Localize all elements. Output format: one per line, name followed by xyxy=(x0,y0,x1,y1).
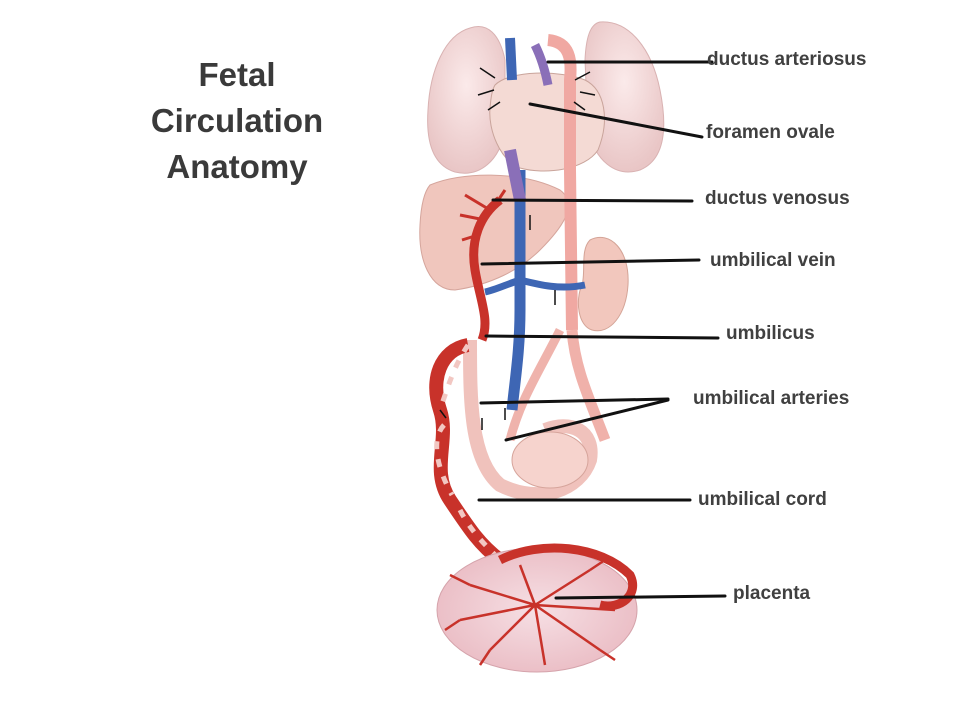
leader-umbilical-arteries-2 xyxy=(504,398,670,442)
leader-lines xyxy=(477,60,727,600)
label-umbilical-arteries: umbilical arteries xyxy=(693,388,850,409)
hepatic-branches xyxy=(459,189,507,242)
kidney xyxy=(577,236,629,332)
label-umbilicus: umbilicus xyxy=(726,323,815,344)
leader-umbilical-vein xyxy=(480,258,701,266)
title-line-3: Anatomy xyxy=(166,148,308,185)
leader-umbilical-arteries-1 xyxy=(479,397,670,405)
mixed-vessel xyxy=(504,148,526,202)
leader-foramen-ovale xyxy=(528,102,704,139)
inferior-vena-cava xyxy=(506,170,526,411)
placenta-vessels xyxy=(444,558,616,666)
umbilical-artery-left xyxy=(505,327,565,442)
label-ductus-arteriosus: ductus arteriosus xyxy=(707,49,867,70)
superior-vena-cava xyxy=(505,37,517,81)
title-line-2: Circulation xyxy=(150,102,324,139)
descending-aorta xyxy=(566,329,611,442)
leader-ductus-venosus xyxy=(491,198,694,203)
aorta xyxy=(546,34,578,331)
cord-to-placenta-loop xyxy=(497,543,638,611)
label-umbilical-cord: umbilical cord xyxy=(698,489,827,510)
renal-veins xyxy=(484,276,586,296)
leader-umbilicus xyxy=(484,334,720,340)
umbilical-vein-vessel xyxy=(469,196,503,342)
flow-arrows xyxy=(439,67,596,430)
label-ductus-venosus: ductus venosus xyxy=(705,188,850,209)
bladder xyxy=(511,431,589,489)
allantois-bladder xyxy=(463,339,598,501)
label-umbilical-vein: umbilical vein xyxy=(710,250,836,271)
left-lung xyxy=(427,26,506,174)
leader-placenta xyxy=(554,594,727,600)
label-placenta: placenta xyxy=(733,583,811,604)
liver xyxy=(419,174,569,291)
page-title: Fetal Circulation Anatomy xyxy=(120,52,354,190)
label-foramen-ovale: foramen ovale xyxy=(706,122,835,143)
pulmonary-trunk xyxy=(530,42,553,86)
title-line-1: Fetal xyxy=(198,56,276,93)
right-lung xyxy=(584,21,665,173)
